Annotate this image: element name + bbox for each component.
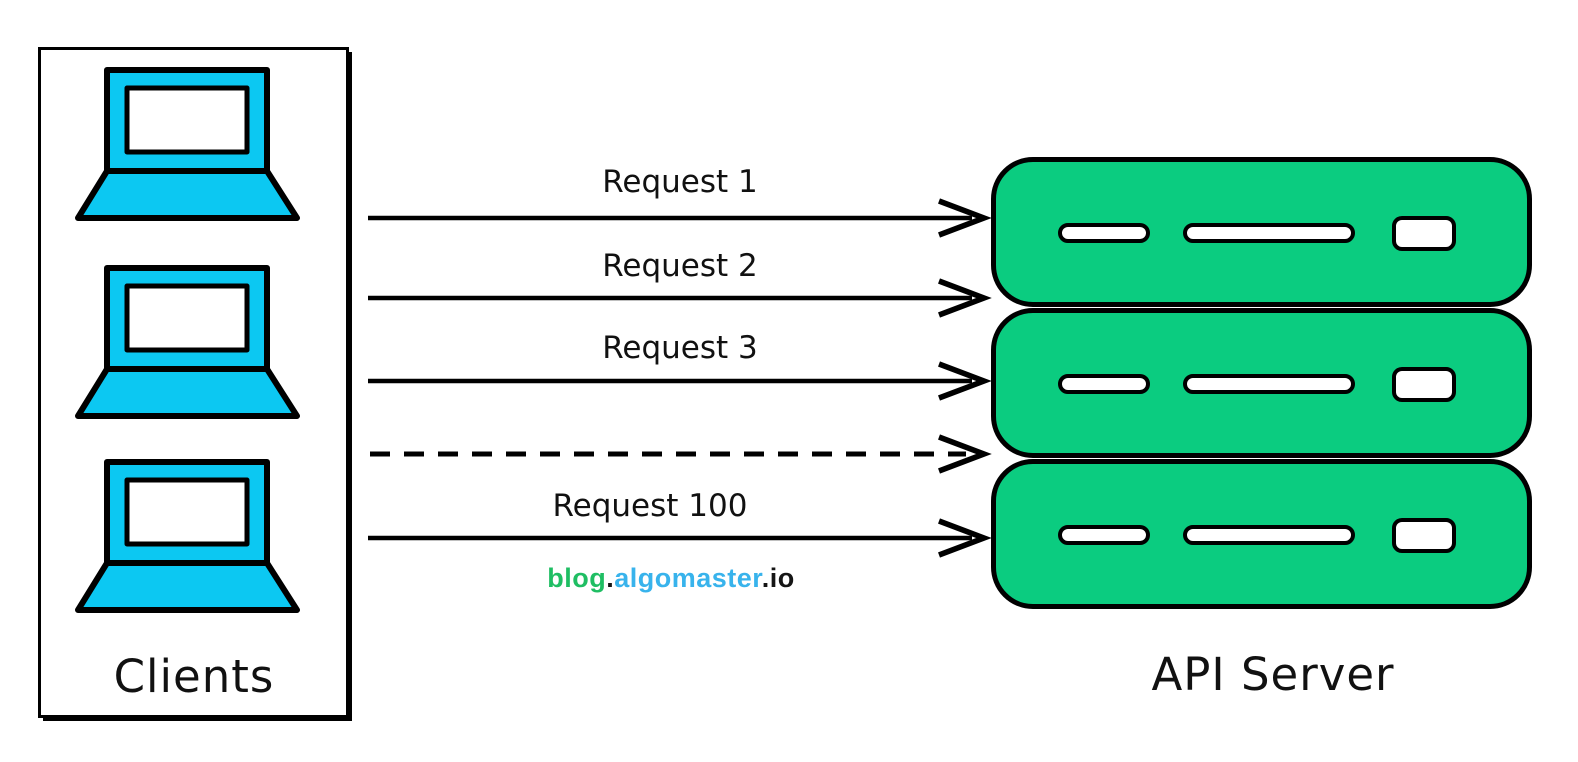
laptop-icon — [75, 265, 300, 419]
server-slot-long-icon — [1183, 374, 1355, 394]
server-slot-short-icon — [1058, 374, 1150, 394]
watermark-tld: io — [769, 563, 795, 593]
watermark: blog.algomaster.io — [471, 563, 871, 594]
request-100-arrow — [368, 518, 992, 558]
watermark-domain: algomaster — [614, 563, 762, 593]
server-slot-short-icon — [1058, 525, 1150, 545]
request-100-label: Request 100 — [552, 488, 748, 524]
server-port-icon — [1392, 367, 1456, 402]
watermark-dot2: . — [761, 563, 770, 593]
server-slot-long-icon — [1183, 223, 1355, 243]
server-slot-short-icon — [1058, 223, 1150, 243]
server-icon — [991, 308, 1532, 458]
request-3-label: Request 3 — [602, 330, 758, 366]
watermark-dot1: . — [606, 563, 615, 593]
laptop-icon — [75, 459, 300, 613]
api-server-label: API Server — [1151, 648, 1395, 701]
request-3-arrow — [368, 361, 992, 401]
request-2-label: Request 2 — [602, 248, 758, 284]
laptop-icon — [75, 67, 300, 221]
clients-label: Clients — [113, 650, 275, 703]
request-1-arrow — [368, 198, 992, 238]
watermark-blog: blog — [547, 563, 607, 593]
server-slot-long-icon — [1183, 525, 1355, 545]
ellipsis-requests-dashed-arrow — [370, 434, 992, 474]
server-icon — [991, 459, 1532, 609]
server-icon — [991, 157, 1532, 307]
server-port-icon — [1392, 518, 1456, 553]
request-1-label: Request 1 — [602, 164, 758, 200]
request-2-arrow — [368, 278, 992, 318]
server-port-icon — [1392, 216, 1456, 251]
